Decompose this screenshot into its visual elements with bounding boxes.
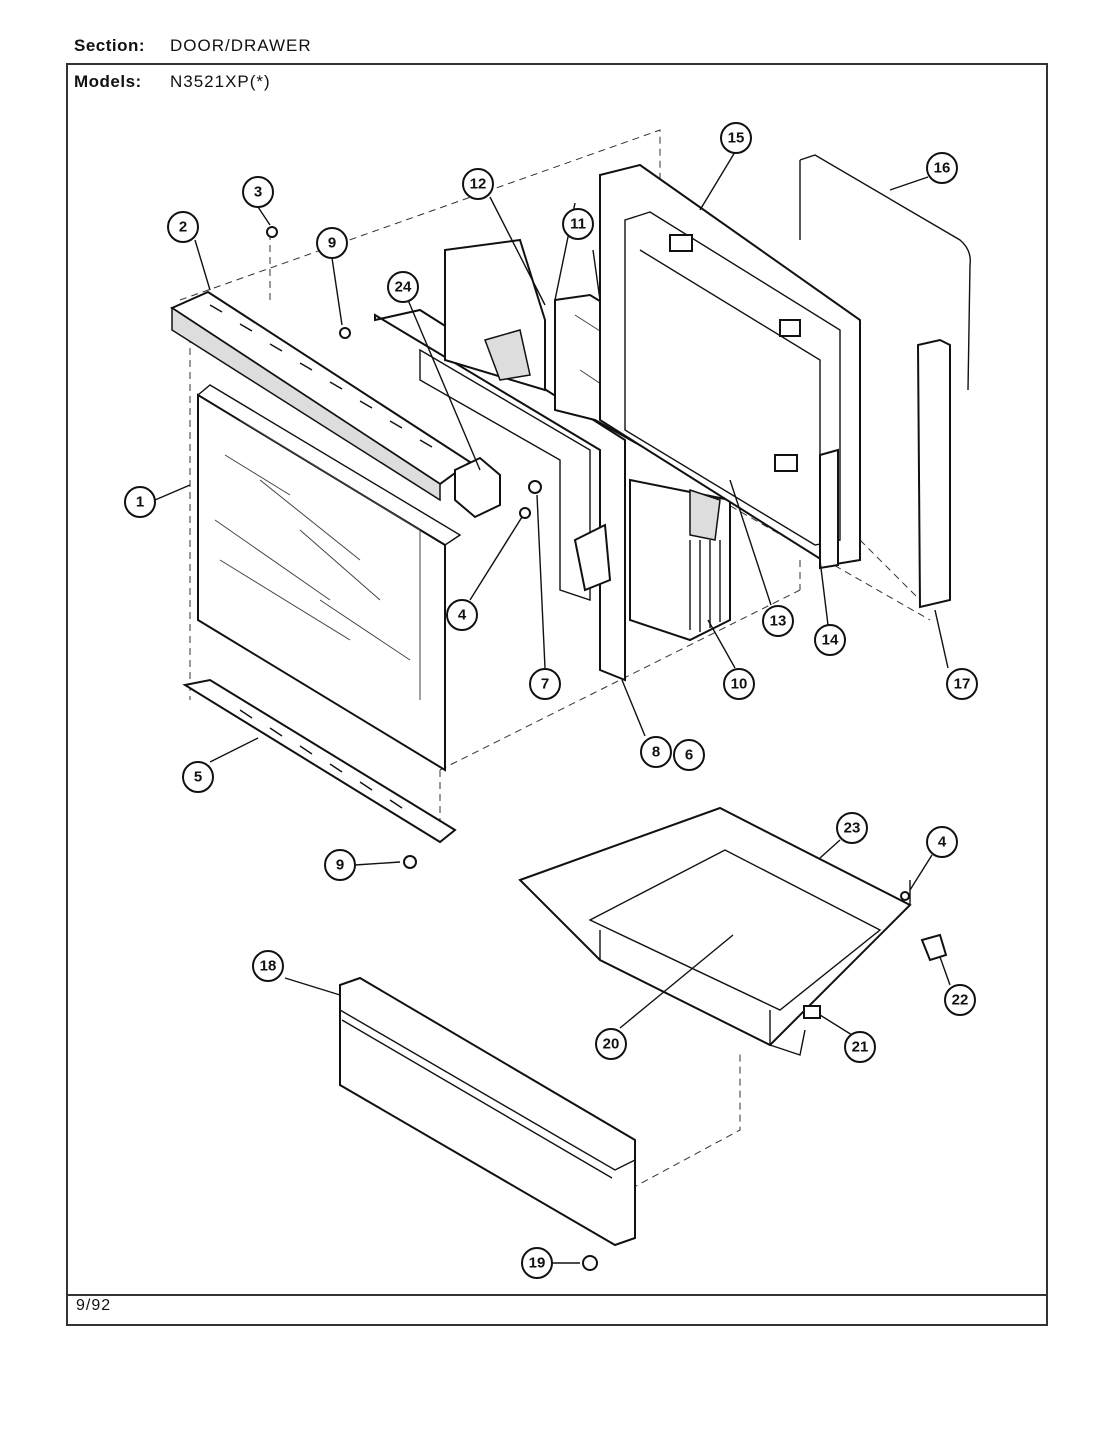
section-label: Section:	[74, 36, 146, 55]
callout-22-label: 22	[952, 992, 969, 1009]
part-door-glass	[197, 384, 462, 772]
callout-20-label: 20	[603, 1036, 620, 1053]
callout-19-label: 19	[529, 1255, 546, 1272]
callout-9-top: 9	[316, 227, 348, 259]
callout-18: 18	[252, 950, 284, 982]
callout-16-label: 16	[934, 160, 951, 177]
callout-5: 5	[182, 761, 214, 793]
part-bottom-trim	[182, 678, 457, 844]
revision-date: 9/92	[76, 1297, 112, 1314]
callout-12-label: 12	[470, 176, 487, 193]
callout-14: 14	[814, 624, 846, 656]
callout-6-label: 6	[685, 747, 693, 764]
callout-14-label: 14	[822, 632, 839, 649]
callout-4-door: 4	[446, 599, 478, 631]
callout-11: 11	[562, 208, 594, 240]
part-drawer-roller	[803, 1005, 821, 1019]
callout-7-label: 7	[541, 676, 549, 693]
part-insulation	[444, 238, 731, 642]
callout-4-drawer: 4	[926, 826, 958, 858]
callout-1-label: 1	[136, 494, 144, 511]
models-heading: Models: N3521XP(*)	[74, 72, 271, 92]
callout-4-door-label: 4	[458, 607, 467, 624]
models-value: N3521XP(*)	[170, 72, 271, 91]
callout-8-label: 8	[652, 744, 660, 761]
callout-23: 23	[836, 812, 868, 844]
diagram-frame	[66, 63, 1048, 1326]
part-hinge	[819, 448, 839, 570]
callout-2-label: 2	[179, 219, 187, 236]
part-door-liner	[599, 163, 861, 567]
callout-3: 3	[242, 176, 274, 208]
callout-17-label: 17	[954, 676, 971, 693]
callout-21-label: 21	[852, 1039, 869, 1056]
part-gasket	[799, 154, 971, 391]
callout-23-label: 23	[844, 820, 861, 837]
callout-10: 10	[723, 668, 755, 700]
callout-9-bottom-label: 9	[336, 857, 344, 874]
part-drawer-stop	[920, 933, 948, 962]
part-side-trim	[916, 338, 951, 609]
part-top-trim	[169, 290, 472, 502]
section-value: DOOR/DRAWER	[170, 36, 312, 55]
callout-21: 21	[844, 1031, 876, 1063]
callout-6: 6	[673, 739, 705, 771]
callout-17: 17	[946, 668, 978, 700]
callout-3-label: 3	[254, 184, 262, 201]
part-latch	[454, 456, 501, 519]
callout-12: 12	[462, 168, 494, 200]
callout-15-label: 15	[728, 130, 745, 147]
callout-11-label: 11	[570, 216, 586, 233]
models-label: Models:	[74, 72, 142, 91]
part-fasteners	[266, 226, 910, 1271]
callout-20: 20	[595, 1028, 627, 1060]
callout-24: 24	[387, 271, 419, 303]
callout-1: 1	[124, 486, 156, 518]
callout-24-label: 24	[395, 279, 412, 296]
callout-10-label: 10	[731, 676, 748, 693]
callout-8: 8	[640, 736, 672, 768]
footer-divider	[66, 1294, 1048, 1296]
callout-5-label: 5	[194, 769, 202, 786]
callout-22: 22	[944, 984, 976, 1016]
section-heading: Section: DOOR/DRAWER	[74, 36, 312, 56]
callout-7: 7	[529, 668, 561, 700]
callout-2: 2	[167, 211, 199, 243]
part-drawer-pan	[518, 806, 912, 1056]
callout-9-top-label: 9	[328, 235, 336, 252]
callout-9-bottom: 9	[324, 849, 356, 881]
callout-16: 16	[926, 152, 958, 184]
callout-4-drawer-label: 4	[938, 834, 947, 851]
callout-13-label: 13	[770, 613, 787, 630]
callout-19: 19	[521, 1247, 553, 1279]
part-drawer-front	[339, 976, 636, 1247]
callout-18-label: 18	[260, 958, 277, 975]
callout-13: 13	[762, 605, 794, 637]
callout-15: 15	[720, 122, 752, 154]
